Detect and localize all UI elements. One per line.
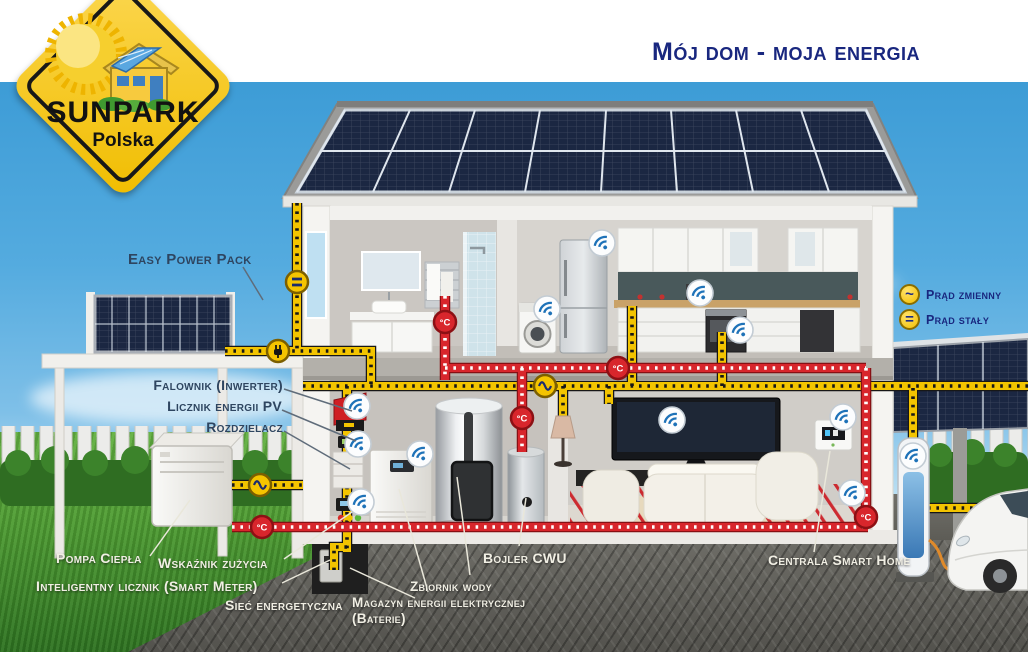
current-type-badges: [247, 269, 558, 498]
legend-ac-label: Prąd zmienny: [926, 287, 1002, 302]
label-wskaznik-zuzycia: Wskaźnik zużycia: [158, 555, 268, 571]
svg-text:°C: °C: [257, 523, 268, 534]
boiler-cwu: [507, 446, 545, 525]
sun-icon: [45, 13, 127, 95]
wifi-icon: [828, 402, 858, 432]
bathroom-sink: [371, 300, 407, 314]
bathroom-counter: [350, 312, 434, 320]
ac-badge: [532, 373, 558, 399]
current-legend: ~ Prąd zmienny = Prąd stały: [899, 284, 1001, 334]
label-magazyn-line2: (Baterie): [352, 611, 406, 626]
rooftop-solar-array: [294, 108, 908, 194]
ev-charging-station: [896, 437, 956, 582]
armchair-right: [755, 451, 819, 521]
logo-region-text: Polska: [92, 130, 154, 151]
label-pompa-ciepla: Pompa Ciepła: [56, 550, 142, 566]
cloud: [30, 372, 310, 424]
label-siec-energetyczna: Sieć energetyczna: [225, 597, 343, 613]
label-magazyn-energii: Magazyn energii elektrycznej (Baterie): [352, 595, 525, 627]
shower: [463, 232, 496, 356]
wifi-icon: [725, 315, 755, 345]
temperature-badges: °C °C °C °C °C: [249, 309, 879, 540]
ac-badge: [247, 472, 273, 498]
side-window: [305, 231, 327, 319]
house-roof: [281, 101, 919, 208]
sofa: [643, 463, 767, 527]
logo-art: [45, 13, 180, 112]
wifi-icon: [346, 487, 376, 517]
page-title: Mój dom - moja energia: [652, 38, 920, 66]
countertop: [614, 300, 860, 308]
label-easy-power-pack: Easy Power Pack: [128, 251, 252, 268]
bathroom: [350, 232, 496, 356]
dishwasher: [800, 310, 834, 352]
dc-badge: [284, 269, 310, 295]
label-centrala-smart-home: Centrala Smart Home: [768, 552, 911, 568]
logo-content: SUNPARK Polska: [8, 0, 238, 216]
dc-current-icon: =: [899, 309, 920, 330]
label-magazyn-line1: Magazyn energii elektrycznej: [352, 595, 526, 610]
label-licznik-energii-pv: Licznik energii PV: [167, 398, 282, 414]
svg-text:°C: °C: [517, 414, 528, 425]
wifi-icon: [532, 294, 562, 324]
water-tank: [435, 397, 503, 529]
svg-text:°C: °C: [613, 364, 624, 375]
wifi-icon: [342, 391, 372, 421]
refrigerator: [559, 239, 608, 354]
ac-current-icon: ~: [899, 284, 920, 305]
label-falownik: Falownik (Inwerter): [153, 377, 283, 393]
right-hedge: [924, 439, 1028, 504]
usage-indicator-leds: [337, 514, 362, 522]
wifi-icon: [343, 429, 373, 459]
pointer-lines-dark: [242, 266, 357, 470]
sunpark-logo: SUNPARK Polska: [8, 0, 238, 216]
legend-dc-label: Prąd stały: [926, 312, 990, 327]
floor-lamp: [550, 415, 576, 467]
legend-ac-row: ~ Prąd zmienny: [899, 284, 1001, 305]
wifi-icon: [898, 441, 928, 471]
distributor-rozdzielacz: [332, 451, 364, 489]
battery-storage-cabinet: [369, 449, 433, 525]
pointer-lines-light: [149, 450, 831, 599]
label-inteligentny-licznik: Inteligentny licznik (Smart Meter): [36, 578, 258, 594]
tv: [611, 397, 781, 472]
electric-car: [947, 488, 1028, 593]
upper-cabinets: [617, 227, 859, 273]
logo-brand-text: SUNPARK: [46, 96, 200, 129]
wifi-icon: [837, 478, 867, 508]
plug-badge: [265, 338, 291, 364]
svg-text:°C: °C: [440, 318, 451, 329]
heat-pump: [148, 432, 246, 527]
wifi-icon: [405, 439, 435, 469]
armchair-left: [582, 469, 640, 528]
svg-text:°C: °C: [861, 513, 872, 524]
wifi-icon: [587, 228, 617, 258]
label-bojler-cwu: Bojler CWU: [483, 550, 567, 566]
legend-dc-row: = Prąd stały: [899, 309, 1001, 330]
easy-power-pack-panel: [93, 294, 233, 354]
label-zbiornik-wody: Zbiornik wody: [410, 579, 492, 594]
logo-house-icon: [98, 42, 180, 112]
wifi-icon: [657, 405, 687, 435]
bathroom-mirror: [361, 251, 421, 291]
backsplash: [618, 272, 858, 302]
label-rozdzielacz: Rozdzielacz: [206, 419, 283, 435]
towel-radiator: [424, 261, 460, 309]
wifi-icon: [685, 278, 715, 308]
counter-items: [637, 294, 853, 300]
